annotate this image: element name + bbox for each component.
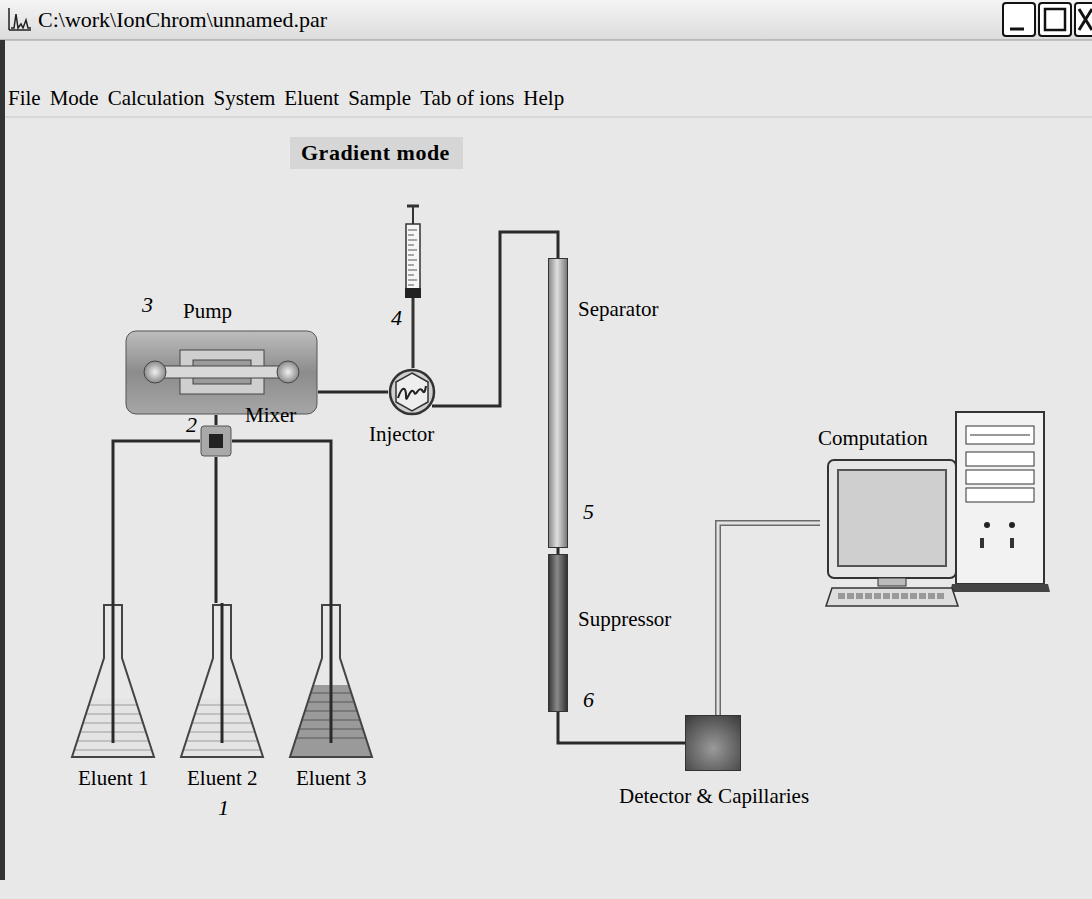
app-icon [9, 8, 31, 30]
flask-outline [179, 603, 265, 760]
component-label: Separator [578, 297, 658, 321]
tubing-line [216, 415, 217, 425]
computer: Computation [820, 410, 1050, 610]
mode-badge: Gradient mode [290, 137, 463, 169]
tubing-line [216, 457, 217, 603]
menu-item: System [213, 86, 275, 110]
component-label: Pump [183, 299, 232, 323]
component-label: Mixer [245, 403, 296, 427]
component-label: Detector & Capillaries [619, 784, 809, 808]
tubing-line [432, 232, 558, 406]
mixer-box: Mixer [200, 425, 232, 457]
syringe [405, 206, 421, 368]
component-label: Eluent 2 [187, 766, 258, 790]
pump-box: Pump [125, 330, 318, 415]
callout-number: 6 [583, 688, 594, 712]
menu-item: Sample [348, 86, 411, 110]
pump-body [125, 330, 318, 415]
signal-cable [718, 523, 820, 715]
mixer-symbol [200, 425, 232, 457]
tubing-line [232, 441, 331, 603]
menu-item: Eluent [284, 86, 339, 110]
menu-bar: File Mode Calculation System Eluent Sample Tab… [8, 86, 564, 110]
detector-box: Detector & Capillaries [685, 715, 741, 771]
component-label: Injector [369, 422, 434, 446]
component-label: Eluent 3 [296, 766, 367, 790]
callout-number: 2 [186, 413, 197, 437]
window-title: C:\work\IonChrom\unnamed.par [38, 7, 327, 33]
menu-item: Help [523, 86, 564, 110]
eluent-flask: Eluent 3 [288, 603, 374, 760]
flask-outline [70, 603, 156, 760]
injector-symbol [388, 368, 436, 416]
eluent-flask: Eluent 1 [70, 603, 156, 760]
title-bar [0, 0, 1092, 40]
tubing-line [113, 441, 200, 603]
tubing-line [558, 712, 685, 743]
suppressor-column: Suppressor [548, 554, 568, 712]
eluent-flask: Eluent 2 [179, 603, 265, 760]
separator-column: Separator [548, 258, 568, 548]
tubing-line [318, 392, 388, 393]
flask-outline [288, 603, 374, 760]
menu-item: Mode [50, 86, 99, 110]
callout-number: 3 [142, 293, 153, 317]
menu-item: Calculation [108, 86, 205, 110]
component-label: Eluent 1 [78, 766, 149, 790]
menu-item: Tab of ions [420, 86, 514, 110]
callout-number: 1 [218, 796, 229, 820]
mode-title: Gradient mode [301, 140, 452, 166]
component-label: Computation [818, 426, 928, 450]
injector-valve: Injector [388, 368, 436, 416]
menu-item: File [8, 86, 41, 110]
window-buttons [1003, 3, 1092, 36]
callout-number: 4 [391, 306, 402, 330]
component-label: Suppressor [578, 607, 671, 631]
window-border [0, 40, 5, 880]
callout-number: 5 [583, 500, 594, 524]
